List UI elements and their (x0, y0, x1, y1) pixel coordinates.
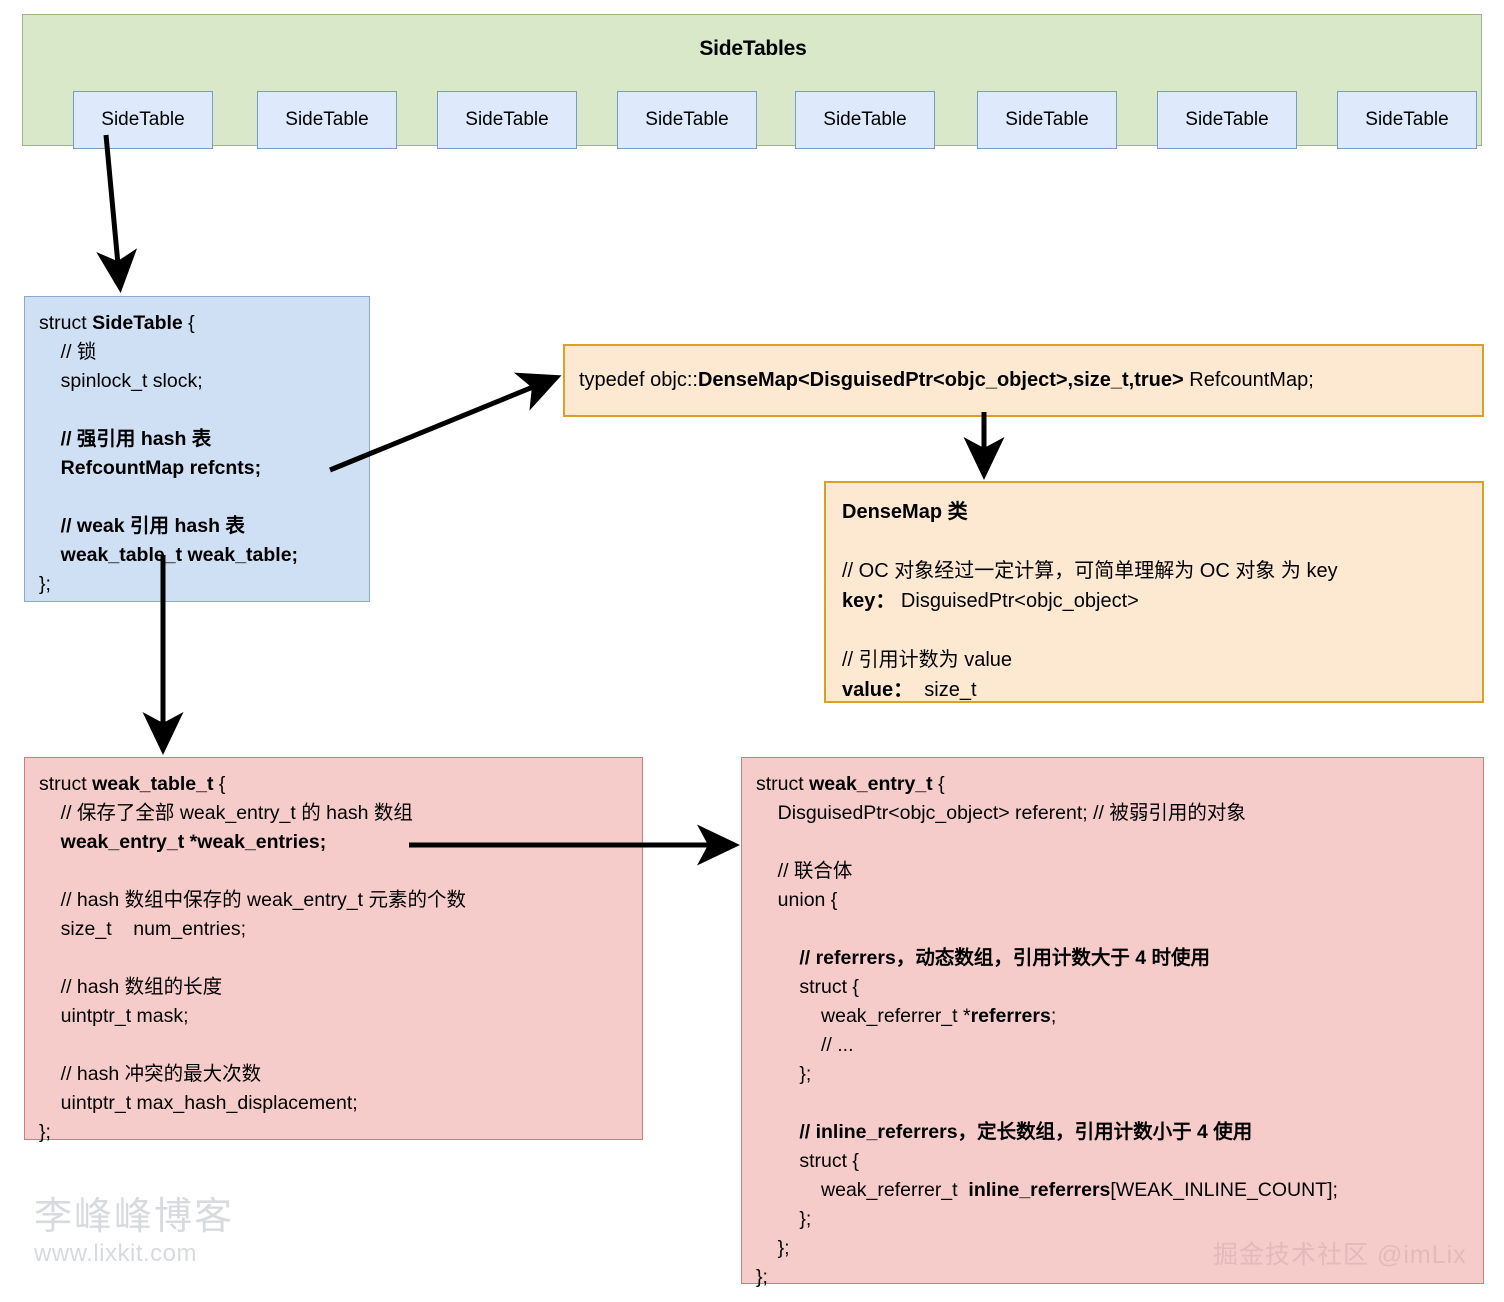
spacer (39, 483, 369, 512)
sidetable-field-slock: spinlock_t slock; (39, 370, 203, 392)
weakentry-struct-brace: { (932, 773, 945, 795)
watermark-left-title: 李峰峰博客 (34, 1196, 235, 1238)
sidetable-comment-strong-hash: // 强引用 hash 表 (39, 428, 212, 450)
densemap-code: DenseMap 类 // OC 对象经过一定计算，可简单理解为 OC 对象 为… (842, 497, 1482, 705)
sidetable-code: struct SideTable { // 锁 spinlock_t slock… (39, 309, 369, 599)
sidetable-cell-0[interactable]: SideTable (73, 91, 213, 149)
sidetable-cell-5[interactable]: SideTable (977, 91, 1117, 149)
typedef-suffix: RefcountMap; (1183, 369, 1314, 391)
weaktable-comment-mask: // hash 数组的长度 (39, 976, 223, 998)
sidetable-cell-7[interactable]: SideTable (1337, 91, 1477, 149)
struct-weak-table-t-box: struct weak_table_t { // 保存了全部 weak_entr… (24, 757, 643, 1143)
watermark-right: 掘金技术社区 @imLix (1213, 1241, 1467, 1269)
weak-table-code: struct weak_table_t { // 保存了全部 weak_entr… (39, 770, 642, 1147)
spacer (39, 857, 642, 886)
weakentry-field-inline-name: inline_referrers (968, 1179, 1111, 1201)
typedef-densemap-template: DenseMap<DisguisedPtr<objc_object>,size_… (697, 369, 1184, 391)
sidetable-comment-weak-hash: // weak 引用 hash 表 (39, 515, 245, 537)
weakentry-field-referent: DisguisedPtr<objc_object> referent; // 被… (756, 802, 1246, 824)
weaktable-comment-maxhash: // hash 冲突的最大次数 (39, 1063, 262, 1085)
weakentry-field-inline-type: weak_referrer_t (756, 1179, 969, 1201)
weakentry-field-referrers-name: referrers (970, 1005, 1051, 1027)
spacer (39, 396, 369, 425)
sidetable-close: }; (39, 573, 51, 595)
sidetable-cell-2[interactable]: SideTable (437, 91, 577, 149)
struct-sidetable-box: struct SideTable { // 锁 spinlock_t slock… (24, 296, 370, 602)
sidetable-comment-lock: // 锁 (39, 341, 97, 363)
weaktable-comment-entries: // 保存了全部 weak_entry_t 的 hash 数组 (39, 802, 413, 824)
sidetables-container: SideTables SideTable SideTable SideTable… (22, 14, 1482, 149)
weaktable-struct-keyword: struct (39, 773, 93, 795)
weaktable-struct-name: weak_table_t (92, 773, 214, 795)
weakentry-comment-referrers: // referrers，动态数组，引用计数大于 4 时使用 (756, 947, 1211, 969)
watermark-left-url: www.lixkit.com (34, 1239, 198, 1267)
weakentry-close: }; (756, 1266, 768, 1288)
densemap-comment-key: // OC 对象经过一定计算，可简单理解为 OC 对象 为 key (842, 560, 1338, 582)
weaktable-field-num: size_t num_entries; (39, 918, 247, 940)
weaktable-field-maxhash: uintptr_t max_hash_displacement; (39, 1092, 358, 1114)
sidetable-cell-4[interactable]: SideTable (795, 91, 935, 149)
weakentry-comment-union: // 联合体 (756, 860, 853, 882)
weakentry-struct2-close: }; (756, 1208, 812, 1230)
sidetable-struct-brace: { (182, 312, 195, 334)
watermark-left: 李峰峰博客 www.lixkit.com (34, 1196, 234, 1267)
weaktable-comment-num: // hash 数组中保存的 weak_entry_t 元素的个数 (39, 889, 466, 911)
weakentry-union-open: union { (756, 889, 838, 911)
weaktable-field-mask: uintptr_t mask; (39, 1005, 189, 1027)
densemap-value-sep: ： (893, 679, 914, 701)
densemap-key-value: DisguisedPtr<objc_object> (895, 590, 1139, 612)
weakentry-struct-name: weak_entry_t (809, 773, 933, 795)
densemap-value-label: value (842, 679, 894, 701)
struct-weak-entry-t-box: struct weak_entry_t { DisguisedPtr<objc_… (741, 757, 1484, 1288)
densemap-comment-value: // 引用计数为 value (842, 649, 1013, 671)
weakentry-struct-keyword: struct (756, 773, 810, 795)
spacer (756, 915, 1483, 944)
sidetable-field-refcnts: RefcountMap refcnts; (39, 457, 262, 479)
densemap-class-box: DenseMap 类 // OC 对象经过一定计算，可简单理解为 OC 对象 为… (824, 481, 1484, 703)
sidetable-struct-name: SideTable (92, 312, 183, 334)
densemap-title: DenseMap 类 (842, 501, 968, 523)
spacer (39, 944, 642, 973)
sidetable-cell-3[interactable]: SideTable (617, 91, 757, 149)
spacer (842, 616, 1482, 645)
weakentry-union-close: }; (756, 1237, 790, 1259)
weakentry-field-referrers-end: ; (1050, 1005, 1057, 1027)
weakentry-comment-ellipsis: // ... (756, 1034, 854, 1056)
typedef-refcountmap-box: typedef objc::DenseMap<DisguisedPtr<objc… (563, 344, 1484, 417)
spacer (756, 828, 1483, 857)
spacer (842, 527, 1482, 556)
sidetable-cell-6[interactable]: SideTable (1157, 91, 1297, 149)
weakentry-field-inline-end: [WEAK_INLINE_COUNT]; (1110, 1179, 1338, 1201)
weaktable-close: }; (39, 1121, 51, 1143)
sidetable-cell-1[interactable]: SideTable (257, 91, 397, 149)
weakentry-comment-inline: // inline_referrers，定长数组，引用计数小于 4 使用 (756, 1121, 1253, 1143)
weak-entry-code: struct weak_entry_t { DisguisedPtr<objc_… (756, 770, 1483, 1292)
typedef-prefix: typedef objc:: (579, 369, 698, 391)
sidetable-field-weak-table: weak_table_t weak_table; (39, 544, 299, 566)
densemap-key-sep: ： (875, 590, 896, 612)
weakentry-field-referrers-type: weak_referrer_t * (756, 1005, 971, 1027)
densemap-value-value: size_t (913, 679, 977, 701)
arrow-sidetable-to-struct (96, 134, 138, 293)
typedef-code: typedef objc::DenseMap<DisguisedPtr<objc… (579, 366, 1314, 395)
sidetables-title: SideTables (699, 37, 807, 60)
sidetable-struct-keyword: struct (39, 312, 93, 334)
densemap-key-label: key (842, 590, 876, 612)
weaktable-field-entries: weak_entry_t *weak_entries; (39, 831, 327, 853)
weakentry-struct1-close: }; (756, 1063, 812, 1085)
weakentry-struct2-open: struct { (756, 1150, 859, 1172)
weakentry-struct1-open: struct { (756, 976, 859, 998)
spacer (39, 1031, 642, 1060)
spacer (756, 1089, 1483, 1118)
weaktable-struct-brace: { (213, 773, 226, 795)
